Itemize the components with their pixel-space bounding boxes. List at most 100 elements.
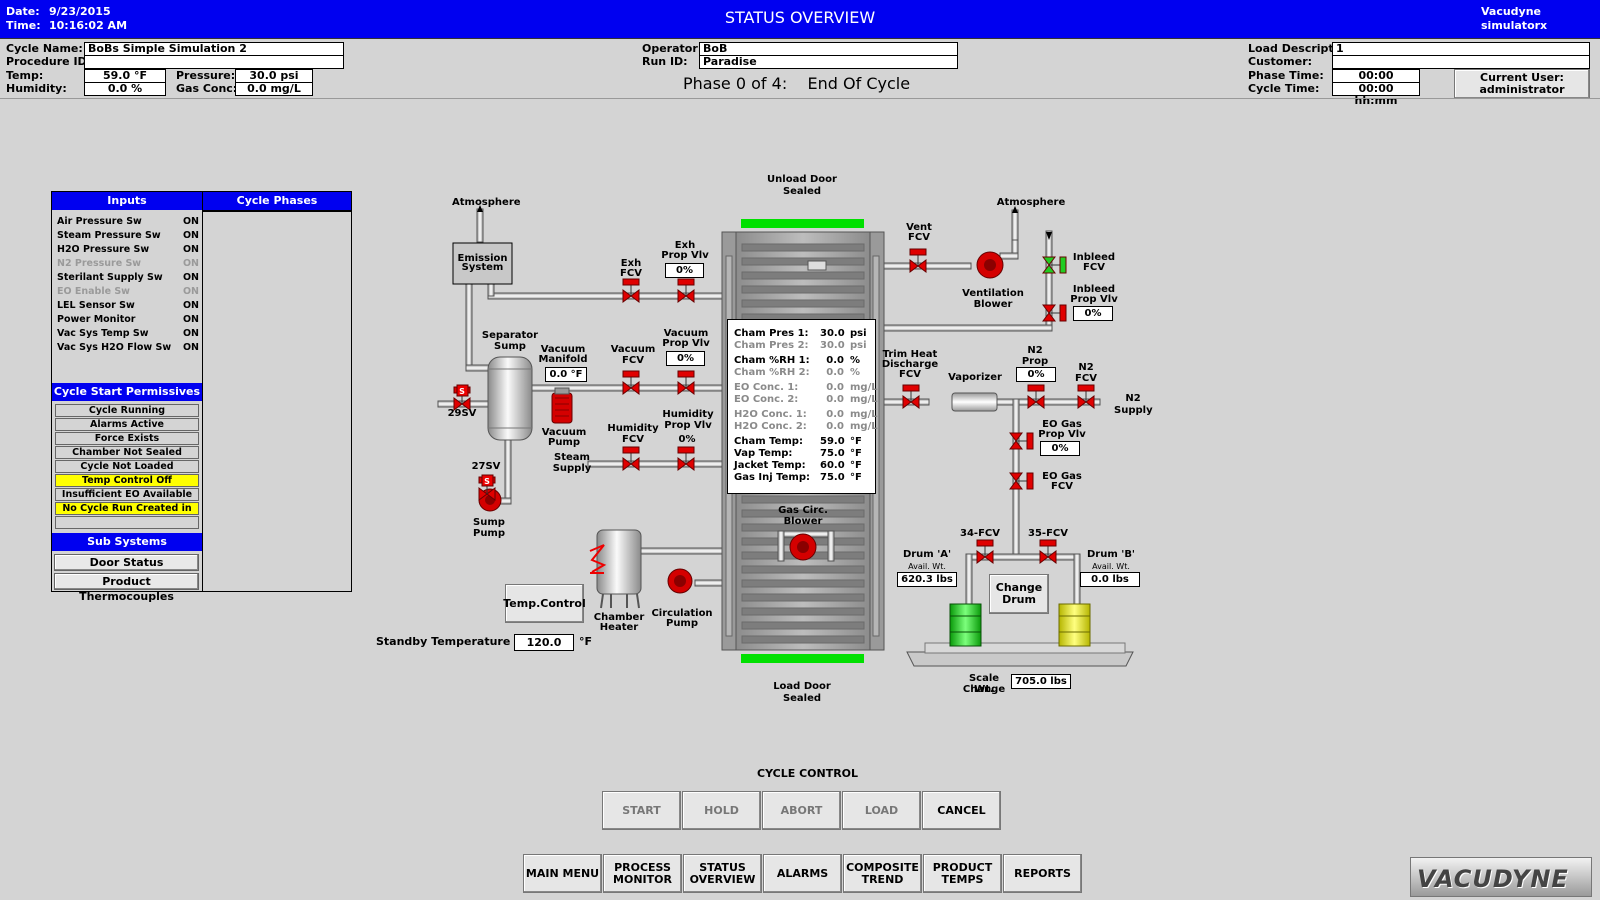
- run-id-field: Paradise: [699, 55, 958, 69]
- humidity-fcv-label-1: Humidity: [607, 423, 659, 434]
- nav-alarms[interactable]: ALARMS: [763, 854, 842, 893]
- nav-status-overview-l1: STATUS: [699, 860, 746, 874]
- sump-pump-label-2: Pump: [472, 528, 506, 539]
- standby-temp-label: Standby Temperature: [376, 635, 511, 648]
- exh-fcv-label-2: FCV: [620, 268, 642, 279]
- drum-b-avail-label: Avail. Wt.: [1092, 562, 1130, 571]
- humidity-fcv-label-2: FCV: [622, 434, 644, 445]
- chamber-reading-label: Cham Temp:: [734, 436, 803, 447]
- procedure-id-label: Procedure ID:: [6, 55, 92, 68]
- ventilation-blower-label-1: Ventilation: [962, 288, 1024, 299]
- chamber-reading-value: 75.0: [820, 472, 845, 483]
- atmosphere-arrows: [477, 205, 1052, 240]
- fcv34-valve-icon: [976, 539, 994, 564]
- vent-fcv-label-2: FCV: [908, 232, 930, 243]
- chamber-heater-tank: [589, 529, 642, 609]
- fcv35-valve-icon: [1039, 539, 1057, 564]
- trim-heat-label-1: Trim Heat: [882, 349, 938, 360]
- inbleed-prop-label-2: Prop Vlv: [1070, 294, 1118, 305]
- panel-divider: [202, 192, 203, 591]
- nav-reports[interactable]: REPORTS: [1003, 854, 1082, 893]
- inbleed-prop-valve-icon: [1042, 304, 1067, 322]
- chamber-heater-label-1: Chamber: [593, 612, 645, 623]
- vacuum-fcv-label-2: FCV: [622, 355, 644, 366]
- ventilation-blower-label-2: Blower: [973, 299, 1013, 310]
- fcv34-label: 34-FCV: [960, 528, 1000, 539]
- chamber-rack-shelf: [741, 635, 865, 644]
- vaporizer-shape: [951, 392, 998, 412]
- humidity-label: Humidity:: [6, 82, 67, 95]
- nav-product-temps[interactable]: PRODUCT TEMPS: [923, 854, 1002, 893]
- exh-fcv-icon: [622, 278, 640, 303]
- nav-composite-trend[interactable]: COMPOSITE TREND: [843, 854, 922, 893]
- chamber-reading-unit: %: [850, 355, 861, 366]
- start-button[interactable]: START: [602, 791, 681, 830]
- input-state: ON: [182, 300, 199, 311]
- temp-control-button[interactable]: Temp.Control: [503, 584, 586, 623]
- solenoid-markers: S S: [456, 384, 494, 487]
- load-door-indicator: [741, 654, 864, 663]
- trim-heat-fcv-icon: [902, 384, 920, 409]
- n2-supply-label-1: N2: [1125, 393, 1141, 404]
- nav-product-temps-l1: PRODUCT: [932, 860, 993, 874]
- nav-main-menu[interactable]: MAIN MENU: [523, 854, 602, 893]
- sump-pump-label-1: Sump: [473, 517, 505, 528]
- n2-fcv-icon: [1077, 384, 1095, 409]
- input-state: ON: [182, 258, 199, 269]
- eo-gas-fcv-label-1: EO Gas: [1042, 471, 1082, 482]
- cycle-time-field: 00:00 hh:mm: [1332, 82, 1420, 107]
- host-name: simulatorx: [1481, 19, 1548, 32]
- separator-sump-tank: [487, 356, 533, 441]
- current-user-button[interactable]: Current User: administrator: [1454, 69, 1590, 99]
- inbleed-fcv-label-2: FCV: [1083, 262, 1105, 273]
- svg-text:S: S: [459, 387, 465, 396]
- hold-button[interactable]: HOLD: [682, 791, 761, 830]
- input-label: LEL Sensor Sw: [57, 300, 135, 311]
- humidity-prop-valve-icon: [677, 446, 695, 471]
- trim-heat-label-3: FCV: [899, 369, 921, 380]
- phase-time-label: Phase Time:: [1248, 69, 1324, 82]
- nav-status-overview-l2: OVERVIEW: [689, 872, 756, 886]
- change-drum-button[interactable]: Change Drum: [989, 574, 1049, 614]
- standby-temp-input[interactable]: 120.0: [514, 634, 574, 651]
- abort-button[interactable]: ABORT: [762, 791, 841, 830]
- cancel-button[interactable]: CANCEL: [922, 791, 1001, 830]
- exh-fcv-label-1: Exh: [620, 258, 642, 269]
- chamber-rack-shelf: [741, 593, 865, 602]
- chamber-reading-label: Cham %RH 1:: [734, 355, 810, 366]
- permissive-item: Alarms Active: [55, 418, 199, 431]
- chamber-reading-label: Cham %RH 2:: [734, 367, 810, 378]
- chamber-reading-unit: mg/L: [850, 421, 878, 432]
- vacuum-fcv-label-1: Vacuum: [610, 344, 656, 355]
- chamber-heater-label-2: Heater: [599, 622, 639, 633]
- door-status-button[interactable]: Door Status: [54, 554, 199, 571]
- chamber-rack-shelf: [741, 579, 865, 588]
- nav-status-overview[interactable]: STATUS OVERVIEW: [683, 854, 762, 893]
- cycle-name-field: BoBs Simple Simulation 2: [84, 42, 344, 56]
- load-button[interactable]: LOAD: [842, 791, 921, 830]
- pressure-label: Pressure:: [176, 69, 236, 82]
- date-value: 9/23/2015: [49, 5, 111, 18]
- n2-prop-label-1: N2: [1027, 345, 1043, 356]
- inbleed-fcv-icon: [1042, 256, 1067, 274]
- eo-gas-prop-value: 0%: [1040, 441, 1080, 456]
- chamber-rack-shelf: [741, 621, 865, 630]
- gas-conc-field: 0.0 mg/L: [235, 82, 313, 96]
- exh-prop-vlv-label-2: Prop Vlv: [661, 250, 709, 261]
- chamber-rack-shelf: [741, 565, 865, 574]
- unload-door-indicator: [741, 219, 864, 228]
- vacudyne-logo: VACUDYNE: [1410, 857, 1592, 897]
- product-thermocouples-button[interactable]: Product Thermocouples: [54, 573, 199, 603]
- nav-process-monitor[interactable]: PROCESS MONITOR: [603, 854, 682, 893]
- chamber-rack-shelf: [741, 299, 865, 308]
- input-state: ON: [182, 272, 199, 283]
- chamber-reading-label: EO Conc. 2:: [734, 394, 799, 405]
- nav-composite-trend-l2: TREND: [861, 872, 904, 886]
- current-user-label: Current User:: [1480, 71, 1564, 84]
- n2-prop-value: 0%: [1016, 367, 1056, 382]
- chamber-reading-label: EO Conc. 1:: [734, 382, 799, 393]
